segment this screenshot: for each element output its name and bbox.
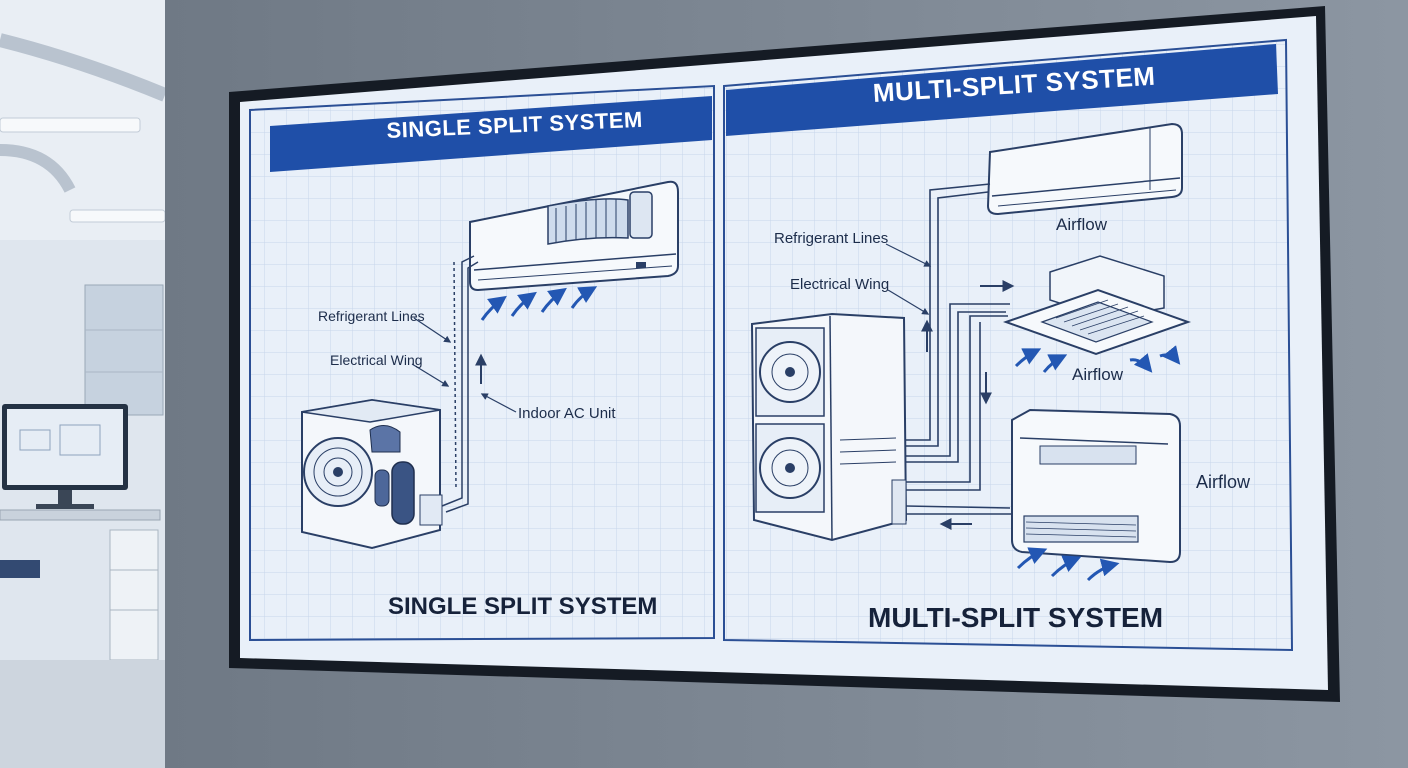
left-leader-lines xyxy=(411,317,517,413)
right-cassette-unit xyxy=(1002,255,1192,356)
left-refrigerant-label: Refrigerant Lines xyxy=(318,308,425,324)
left-airflow-arrows xyxy=(480,286,598,321)
left-electrical-label: Electrical Wing xyxy=(330,352,423,368)
right-airflow-label-top: Airflow xyxy=(1056,215,1108,234)
left-panel-footer: SINGLE SPLIT SYSTEM xyxy=(388,593,658,620)
right-airflow-arrows xyxy=(1014,345,1181,582)
right-leader-lines xyxy=(885,243,932,315)
office-background xyxy=(0,0,170,768)
right-panel-footer: MULTI-SPLIT SYSTEM xyxy=(868,602,1164,633)
right-refrigerant-label: Refrigerant Lines xyxy=(774,230,889,247)
left-indoor-label: Indoor AC Unit xyxy=(518,405,616,422)
left-outdoor-unit xyxy=(301,398,443,550)
left-refrigerant-lines xyxy=(441,255,479,513)
right-refrigerant-lines xyxy=(905,183,1012,515)
right-console-unit xyxy=(1011,408,1181,564)
left-indoor-unit xyxy=(469,180,679,292)
right-airflow-label-middle: Airflow xyxy=(1072,365,1124,384)
right-outdoor-unit xyxy=(750,312,908,542)
right-airflow-label-bottom: Airflow xyxy=(1196,472,1251,492)
left-header-bar xyxy=(270,96,712,172)
right-header-bar xyxy=(726,44,1278,136)
right-electrical-label: Electrical Wing xyxy=(790,276,890,293)
right-flow-direction-arrows xyxy=(921,280,1015,530)
right-wall-unit xyxy=(986,122,1183,216)
